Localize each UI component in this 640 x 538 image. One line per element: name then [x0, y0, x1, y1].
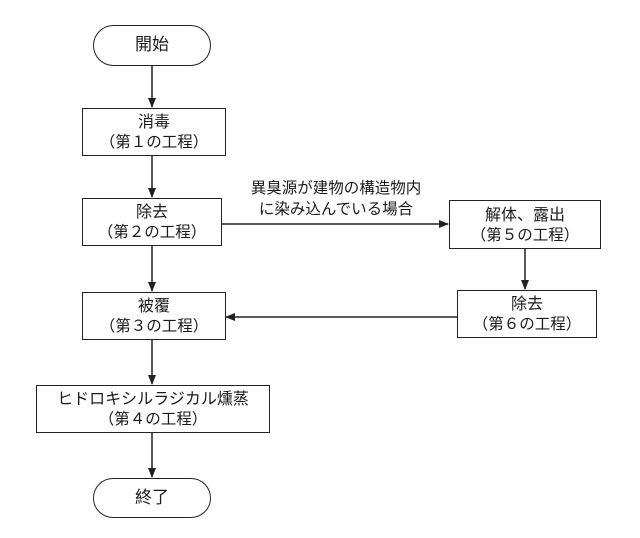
step3-title: 被覆 — [137, 296, 170, 315]
step1-number: （第１の工程） — [99, 133, 209, 151]
end-label: 終了 — [135, 487, 169, 508]
step3-box: 被覆 （第３の工程） — [82, 292, 226, 340]
branch-condition-label: 異臭源が建物の構造物内 に染み込んでいる場合 — [226, 178, 446, 220]
start-terminal: 開始 — [93, 25, 211, 66]
step6-box: 除去 （第６の工程） — [457, 290, 597, 338]
condition-line1: 異臭源が建物の構造物内 — [250, 179, 422, 197]
step5-title: 解体、露出 — [484, 204, 565, 224]
step4-title: ヒドロキシルラジカル燻蒸 — [57, 389, 249, 408]
step4-box: ヒドロキシルラジカル燻蒸 （第４の工程） — [36, 385, 270, 433]
condition-line2: に染み込んでいる場合 — [258, 200, 414, 218]
start-label: 開始 — [135, 35, 169, 55]
step2-box: 除去 （第２の工程） — [82, 198, 222, 246]
step1-title: 消毒 — [137, 112, 170, 131]
step2-title: 除去 — [135, 202, 168, 221]
end-terminal: 終了 — [93, 478, 211, 518]
step6-title: 除去 — [510, 294, 543, 313]
step5-box: 解体、露出 （第５の工程） — [449, 200, 601, 249]
step3-number: （第３の工程） — [99, 317, 209, 335]
step4-number: （第４の工程） — [98, 410, 208, 428]
step6-number: （第６の工程） — [472, 315, 582, 333]
step5-number: （第５の工程） — [470, 225, 580, 244]
step1-box: 消毒 （第１の工程） — [82, 108, 226, 156]
step2-number: （第２の工程） — [97, 223, 207, 241]
